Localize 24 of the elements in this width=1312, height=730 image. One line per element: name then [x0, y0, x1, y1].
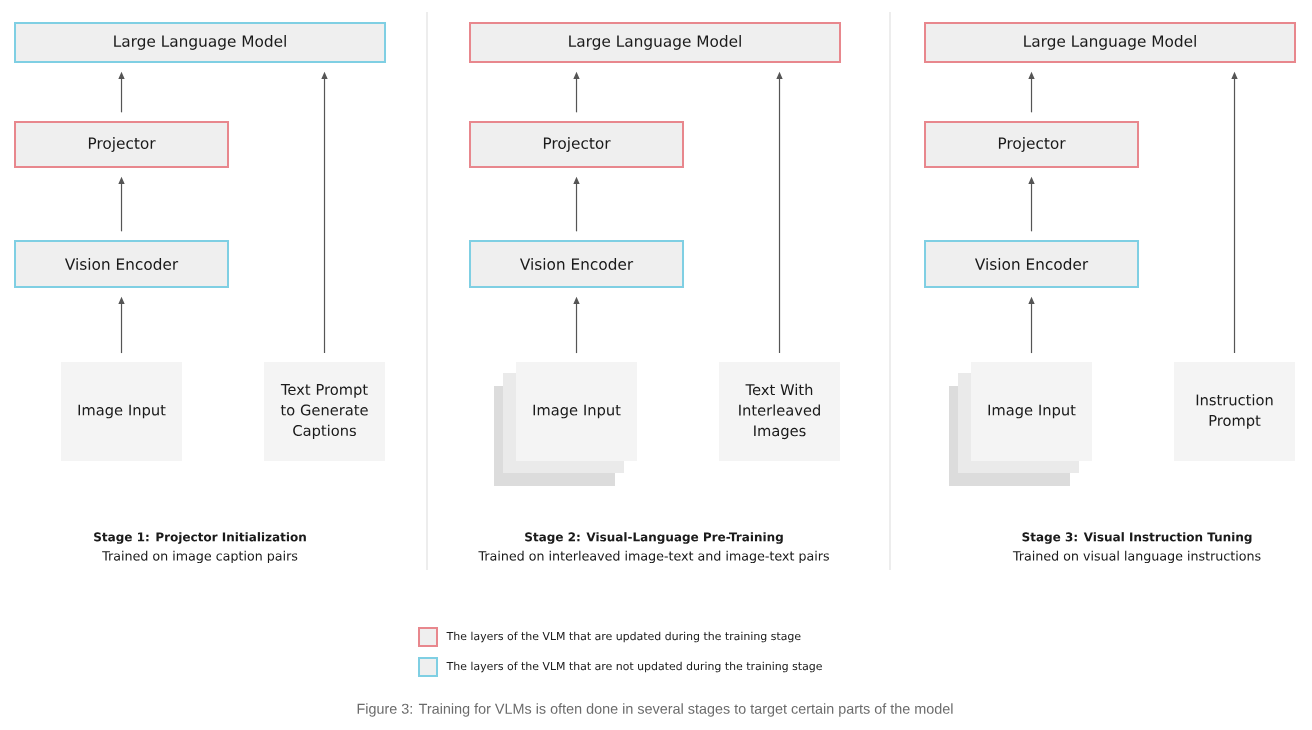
projector-box: Projector: [924, 121, 1139, 168]
projector-box: Projector: [14, 121, 229, 168]
stage-title: Stage 2: Visual-Language Pre-Training: [525, 532, 783, 544]
encoder-box: Vision Encoder: [924, 240, 1139, 288]
stage-subtitle: Trained on interleaved image-text and image-text pairs: [478, 550, 829, 564]
projector-box: Projector: [469, 121, 684, 168]
stage-title: Stage 1: Projector Initialization: [94, 532, 306, 544]
stage-title: Stage 3: Visual Instruction Tuning: [1022, 532, 1252, 544]
input-box: Image Input: [61, 362, 182, 461]
prompt-box: Instruction Prompt: [1174, 362, 1295, 461]
legend-text: The layers of the VLM that are not updated during the training stage: [446, 661, 822, 673]
figure-caption: Figure 3: Training for VLMs is often done in several stages to target certain parts of the model: [357, 703, 953, 717]
encoder-box: Vision Encoder: [469, 240, 684, 288]
prompt-box: Text With Interleaved Images: [719, 362, 840, 461]
prompt-box: Text Prompt to Generate Captions: [264, 362, 385, 461]
encoder-box: Vision Encoder: [14, 240, 229, 288]
image-stack: Image Input: [949, 362, 1092, 486]
image-stack: Image Input: [494, 362, 637, 486]
model-box: Large Language Model: [14, 22, 386, 63]
stage-subtitle: Trained on image caption pairs: [102, 550, 298, 564]
stage-subtitle: Trained on visual language instructions: [1012, 550, 1261, 564]
model-box: Large Language Model: [469, 22, 841, 63]
legend-text: The layers of the VLM that are updated during the training stage: [446, 631, 801, 643]
model-box: Large Language Model: [924, 22, 1296, 63]
